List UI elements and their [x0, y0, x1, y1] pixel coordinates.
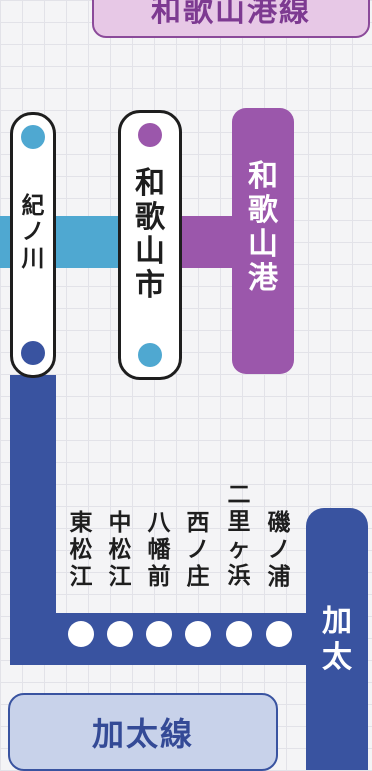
- station-name: 加 太: [322, 604, 352, 675]
- stop-marker-isonoura[interactable]: [266, 621, 292, 647]
- stop-marker-nakamatsue[interactable]: [107, 621, 133, 647]
- stop-label-isonoura: 磯 ノ 浦: [267, 510, 291, 590]
- stop-label-nirigahama: 二 里 ヶ 浜: [227, 482, 251, 589]
- station-name: 紀 ノ 川: [21, 193, 45, 272]
- wakayamako-line-label: 和歌山港線: [92, 0, 370, 38]
- stop-marker-nishinosho[interactable]: [185, 621, 211, 647]
- kata-line-label: 加太線: [8, 693, 278, 771]
- station-kinokawa[interactable]: 紀 ノ 川: [10, 112, 56, 378]
- wakayamako-line-name: 和歌山港線: [151, 0, 311, 29]
- station-name: 和 歌 山 港: [248, 159, 278, 296]
- stop-marker-higashimatsue[interactable]: [68, 621, 94, 647]
- station-marker: [138, 123, 162, 147]
- station-marker: [21, 125, 45, 149]
- station-marker: [21, 341, 45, 365]
- station-wakayamashi[interactable]: 和 歌 山 市: [118, 110, 182, 380]
- stop-label-higashimatsue: 東 松 江: [69, 510, 93, 590]
- station-name: 和 歌 山 市: [135, 166, 165, 303]
- wakayama-line-segment: [54, 216, 120, 268]
- stop-label-nishinosho: 西 ノ 庄: [186, 510, 210, 590]
- kata-line-name: 加太線: [91, 715, 194, 753]
- wakayamako-line-segment: [180, 216, 236, 268]
- stop-label-hachimanmae: 八 幡 前: [147, 510, 171, 590]
- station-kata[interactable]: 加 太: [306, 508, 368, 770]
- stop-label-nakamatsue: 中 松 江: [108, 510, 132, 590]
- station-marker: [138, 343, 162, 367]
- stop-marker-hachimanmae[interactable]: [146, 621, 172, 647]
- stop-marker-nirigahama[interactable]: [226, 621, 252, 647]
- station-wakayamako[interactable]: 和 歌 山 港: [232, 108, 294, 374]
